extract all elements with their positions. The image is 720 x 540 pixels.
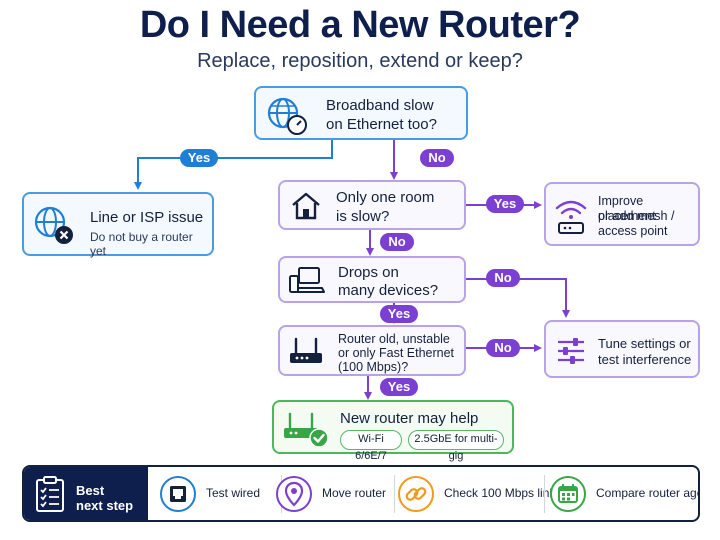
node-drops: Drops on many devices?	[278, 256, 466, 303]
edge-start-yes	[134, 140, 333, 190]
globe-speed-icon	[266, 96, 308, 141]
node-isp: Line or ISP issue Do not buy a router ye…	[22, 192, 214, 258]
node-placement-line3: access point	[598, 224, 668, 238]
next-step-bar: Best next step Test wired Move router	[22, 465, 700, 522]
ethernet-port-icon	[160, 476, 196, 512]
sliders-icon	[556, 336, 586, 371]
node-one-room: Only one room is slow?	[278, 180, 466, 230]
step-divider	[394, 475, 395, 513]
next-step-label-line1: Best	[76, 483, 105, 498]
router-icon	[288, 335, 324, 374]
node-new-router-title: New router may help	[340, 410, 479, 427]
edge-label-start-no: No	[420, 149, 454, 167]
node-router-old-line3: (100 Mbps)?	[338, 360, 409, 374]
node-drops-line1: Drops on	[338, 264, 399, 281]
page-title: Do I Need a New Router?	[139, 4, 581, 46]
house-icon	[290, 191, 322, 226]
node-start: Broadband slow on Ethernet too?	[254, 86, 468, 140]
edge-label-one-room-yes: Yes	[486, 195, 524, 213]
edge-label-drops-yes: Yes	[380, 305, 418, 323]
page-subtitle: Replace, reposition, extend or keep?	[197, 50, 523, 72]
next-step-label: Best next step	[76, 483, 133, 513]
edge-label-start-yes: Yes	[180, 149, 218, 167]
checklist-icon	[34, 475, 66, 518]
node-router-old-line1: Router old, unstable	[338, 332, 450, 346]
edge-label-router-old-yes: Yes	[380, 378, 418, 396]
edge-label-drops-no: No	[486, 269, 520, 287]
globe-error-icon	[32, 204, 76, 253]
next-step-lead: Best next step	[24, 467, 148, 520]
node-tune-line2: test interference	[598, 352, 692, 367]
node-one-room-line2: is slow?	[336, 208, 390, 225]
step-test-wired-label: Test wired	[206, 486, 261, 500]
node-start-line1: Broadband slow	[326, 97, 434, 114]
node-drops-line2: many devices?	[338, 282, 439, 299]
node-tune-line1: Tune settings or	[598, 336, 691, 351]
step-move-router-label: Move router	[322, 486, 387, 500]
edge-label-router-old-no: No	[486, 339, 520, 357]
devices-icon	[288, 265, 326, 302]
step-divider	[544, 475, 545, 513]
node-tune: Tune settings or test interference	[544, 320, 700, 378]
link-icon	[398, 476, 434, 512]
step-compare-age-label: Compare router age	[596, 486, 700, 500]
node-isp-title: Line or ISP issue	[90, 209, 204, 226]
node-router-old: Router old, unstable or only Fast Ethern…	[278, 325, 466, 376]
node-isp-sub: Do not buy a router yet	[90, 230, 193, 258]
node-one-room-line1: Only one room	[336, 189, 435, 206]
chip-wifi: Wi-Fi 6/6E/7	[340, 430, 402, 462]
node-placement-line1: Improve placement	[598, 194, 656, 223]
calendar-icon	[550, 476, 586, 512]
wifi-router-icon	[554, 196, 588, 241]
node-placement: Improve placement or add mesh / access p…	[544, 182, 700, 246]
next-step-label-line2: next step	[76, 498, 134, 513]
router-check-icon	[282, 408, 330, 455]
node-placement-line2: or add mesh /	[598, 209, 675, 223]
step-check-link-label: Check 100 Mbps link	[444, 486, 556, 500]
chip-multigig: 2.5GbE for multi-gig	[408, 430, 504, 462]
location-pin-icon	[276, 476, 312, 512]
node-new-router: New router may help Wi-Fi 6/6E/7 2.5GbE …	[272, 400, 514, 462]
edge-label-one-room-no: No	[380, 233, 414, 251]
node-router-old-line2: or only Fast Ethernet	[338, 346, 455, 360]
node-start-line2: on Ethernet too?	[326, 116, 437, 133]
